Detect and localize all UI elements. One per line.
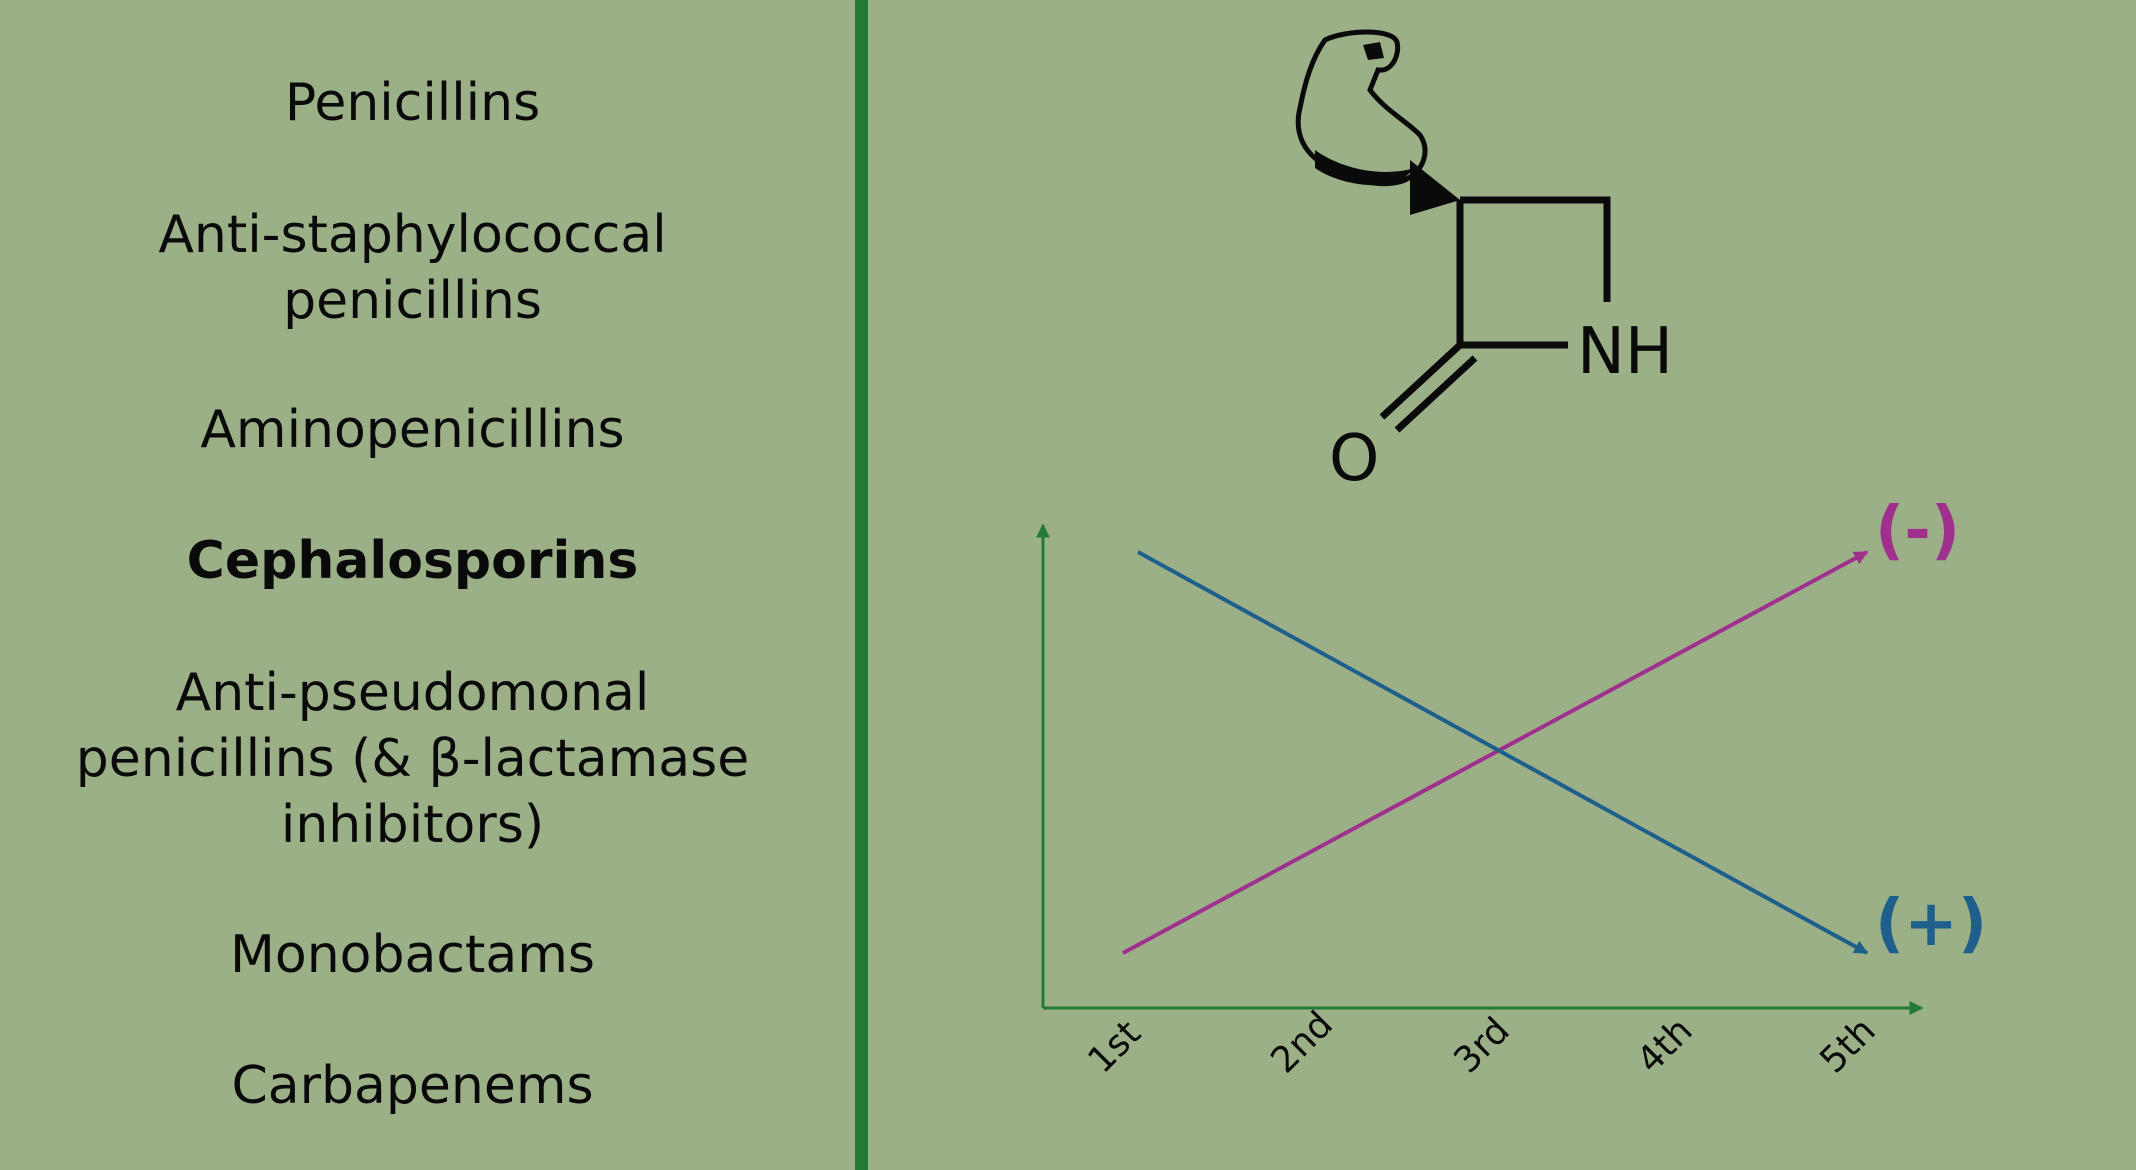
class-penicillins: Penicillins bbox=[284, 73, 541, 133]
x-tick-label: 4th bbox=[1629, 1010, 1700, 1081]
generation-spectrum-chart: (-) (+) 1st 2nd 3rd 4th 5th bbox=[1036, 494, 1987, 1081]
class-cephalosporins: Cephalosporins bbox=[186, 531, 639, 591]
label-gram-positive: (+) bbox=[1875, 887, 1987, 961]
flexed-arm-icon bbox=[1295, 29, 1428, 187]
x-tick-label: 1st bbox=[1080, 1013, 1148, 1081]
series-gram-positive-line bbox=[1137, 550, 1869, 955]
class-carbapenems: Carbapenems bbox=[231, 1056, 594, 1116]
atom-o: O bbox=[1329, 422, 1379, 496]
wedge-bond bbox=[1410, 160, 1460, 215]
series-gram-negative-line bbox=[1122, 550, 1869, 955]
class-list: Penicillins Anti-staphylococcal penicill… bbox=[0, 0, 855, 1170]
class-monobactams: Monobactams bbox=[230, 925, 595, 985]
x-tick-label: 3rd bbox=[1446, 1010, 1517, 1081]
class-aminopenicillins: Aminopenicillins bbox=[200, 400, 625, 460]
class-anti-pseudomonal-penicillins: Anti-pseudomonal penicillins (& β-lactam… bbox=[75, 663, 750, 855]
atom-nh: NH bbox=[1577, 315, 1673, 389]
label-gram-negative: (-) bbox=[1875, 494, 1960, 568]
x-tick-label: 2nd bbox=[1263, 1004, 1340, 1081]
x-tick-label: 5th bbox=[1812, 1010, 1883, 1081]
panel-divider bbox=[855, 0, 868, 1170]
beta-lactam-structure: NH O bbox=[1295, 29, 1673, 496]
class-anti-staphylococcal-penicillins: Anti-staphylococcal penicillins bbox=[158, 205, 667, 331]
